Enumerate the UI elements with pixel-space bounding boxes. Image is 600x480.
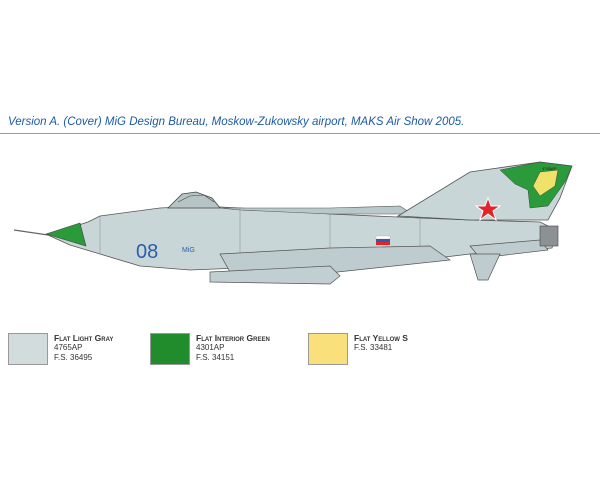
flag-red bbox=[376, 242, 390, 245]
swatch-code: 4301AP bbox=[196, 343, 225, 352]
version-caption: Version A. (Cover) MiG Design Bureau, Mo… bbox=[8, 116, 465, 128]
caption-divider bbox=[0, 133, 600, 134]
swatch-fs: F.S. 33481 bbox=[354, 343, 393, 352]
tail-camo-yellow bbox=[532, 169, 559, 197]
swatch-name: Flat Interior Green bbox=[196, 333, 270, 343]
canopy-frame bbox=[177, 194, 215, 203]
drop-tank bbox=[209, 265, 341, 285]
swatch-color-box bbox=[8, 333, 48, 365]
swatch-name: Flat Light Gray bbox=[54, 333, 114, 343]
swatch-color-box bbox=[150, 333, 190, 365]
canopy bbox=[167, 191, 221, 209]
aircraft-number: 08 bbox=[136, 241, 158, 263]
ventral-fin bbox=[469, 253, 501, 281]
swatch-color-box bbox=[308, 333, 348, 365]
flag-blue bbox=[376, 239, 390, 242]
red-star-icon bbox=[474, 196, 502, 222]
pitot-probe bbox=[13, 229, 49, 236]
mig-badge: MiG bbox=[182, 247, 195, 254]
flag-white bbox=[375, 235, 391, 240]
swatch-fs: F.S. 34151 bbox=[196, 353, 235, 362]
tail-code: 4765AP bbox=[542, 166, 557, 171]
swatch-code: 4765AP bbox=[54, 343, 83, 352]
aircraft-profile: 08 MiG 4765AP bbox=[13, 161, 573, 285]
swatch-name: Flat Yellow S bbox=[354, 333, 408, 343]
exhaust-nozzle bbox=[539, 225, 559, 247]
swatch-fs: F.S. 36495 bbox=[54, 353, 93, 362]
nose-cone bbox=[44, 222, 87, 247]
